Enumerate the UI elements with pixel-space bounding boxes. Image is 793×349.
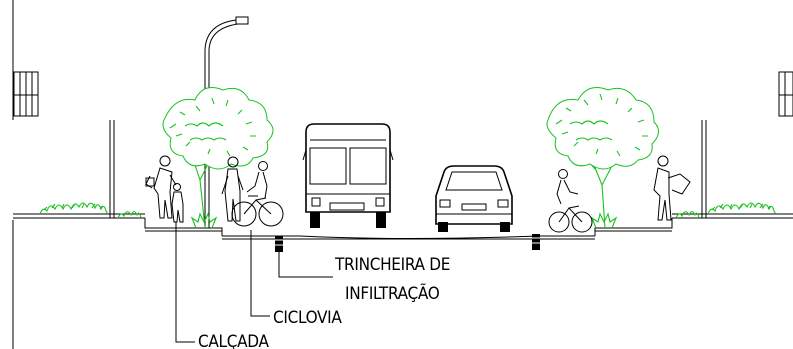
- callout-lines: [175, 222, 333, 343]
- bus: [302, 123, 394, 228]
- tree-right: [546, 87, 659, 229]
- shrub-right-lot: [707, 202, 777, 215]
- ground-profile: [13, 120, 793, 240]
- bicycle-left: [231, 195, 284, 227]
- label-trench-line1: TRINCHEIRA DE: [334, 255, 450, 275]
- tree-left: [162, 87, 274, 229]
- car: [435, 165, 513, 232]
- pedestrian-right: [653, 155, 691, 221]
- shrub-left-sidewalk: [117, 210, 142, 219]
- label-sidewalk: CALÇADA: [198, 332, 269, 349]
- label-trench-line2: INFILTRAÇÃO: [345, 282, 440, 304]
- pedestrian-with-child: [145, 155, 184, 223]
- cyclist-right: [548, 169, 593, 233]
- infiltration-trench-right: [532, 234, 540, 250]
- pedestrians-bike-lane-left: [221, 156, 268, 222]
- left-building: [12, 0, 39, 349]
- infiltration-trench-left: [275, 236, 283, 252]
- shrub-right-sidewalk: [675, 210, 700, 219]
- shrub-left-lot: [39, 202, 109, 215]
- right-building: [778, 71, 793, 117]
- label-bike-lane: CICLOVIA: [273, 308, 342, 328]
